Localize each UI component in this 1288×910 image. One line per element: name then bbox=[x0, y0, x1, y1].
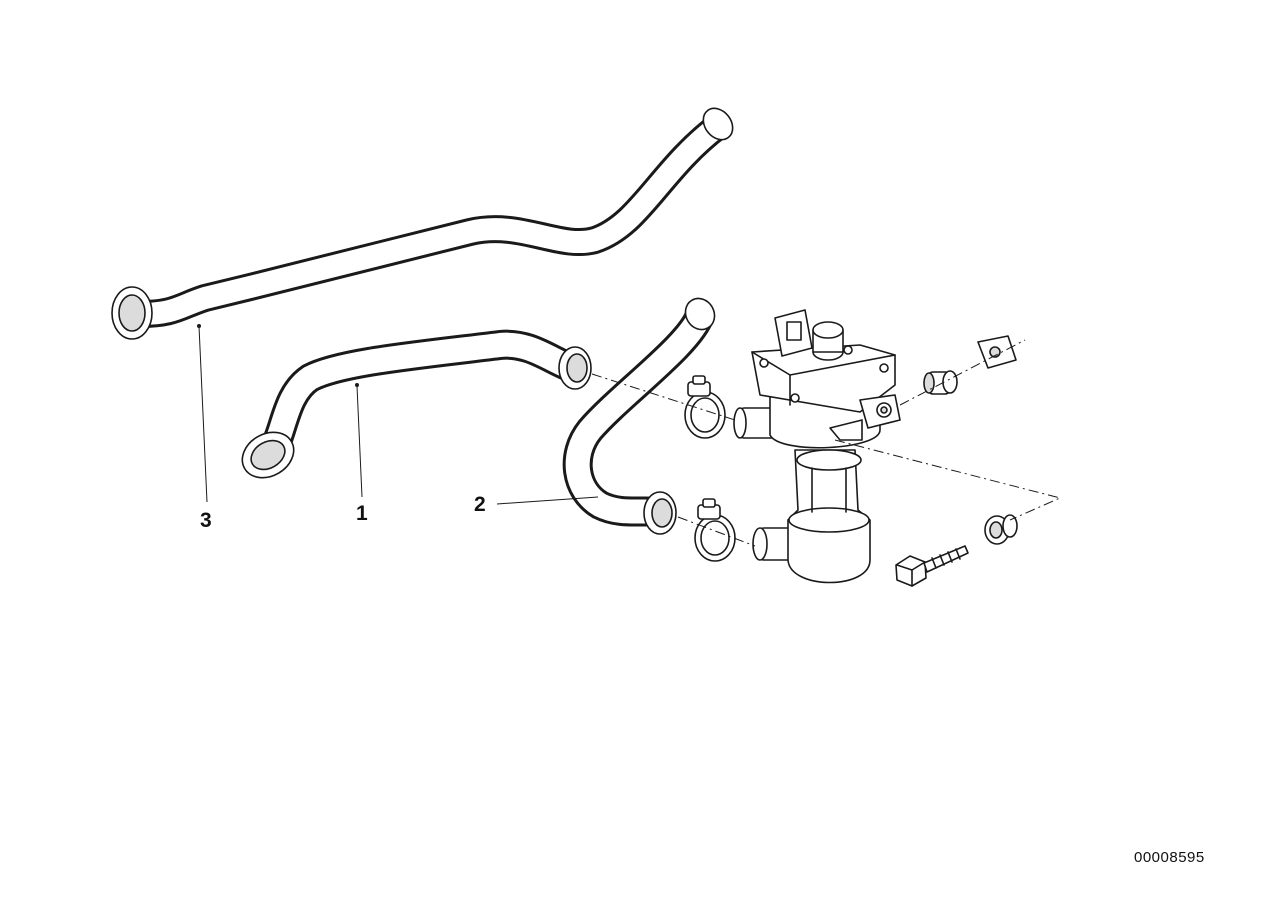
hose-clamp-upper[interactable] bbox=[684, 375, 726, 439]
valve-assembly[interactable] bbox=[733, 309, 901, 584]
hose-2[interactable] bbox=[562, 293, 720, 535]
hose-3[interactable] bbox=[111, 103, 739, 340]
assembly-lines bbox=[591, 339, 1062, 547]
hose-1[interactable] bbox=[234, 329, 592, 487]
rubber-grommet-upper[interactable] bbox=[923, 370, 958, 395]
callout-part-3: 3 bbox=[200, 509, 212, 532]
callout-part-1: 1 bbox=[356, 502, 368, 525]
clip-nut[interactable] bbox=[977, 335, 1017, 369]
hose-clamp-lower[interactable] bbox=[694, 498, 736, 562]
callout-part-2: 2 bbox=[474, 493, 486, 516]
rubber-grommet-lower[interactable] bbox=[984, 514, 1018, 545]
hex-screw[interactable] bbox=[895, 545, 969, 587]
leader-lines bbox=[198, 325, 599, 505]
diagram-number: 00008595 bbox=[1134, 849, 1205, 866]
